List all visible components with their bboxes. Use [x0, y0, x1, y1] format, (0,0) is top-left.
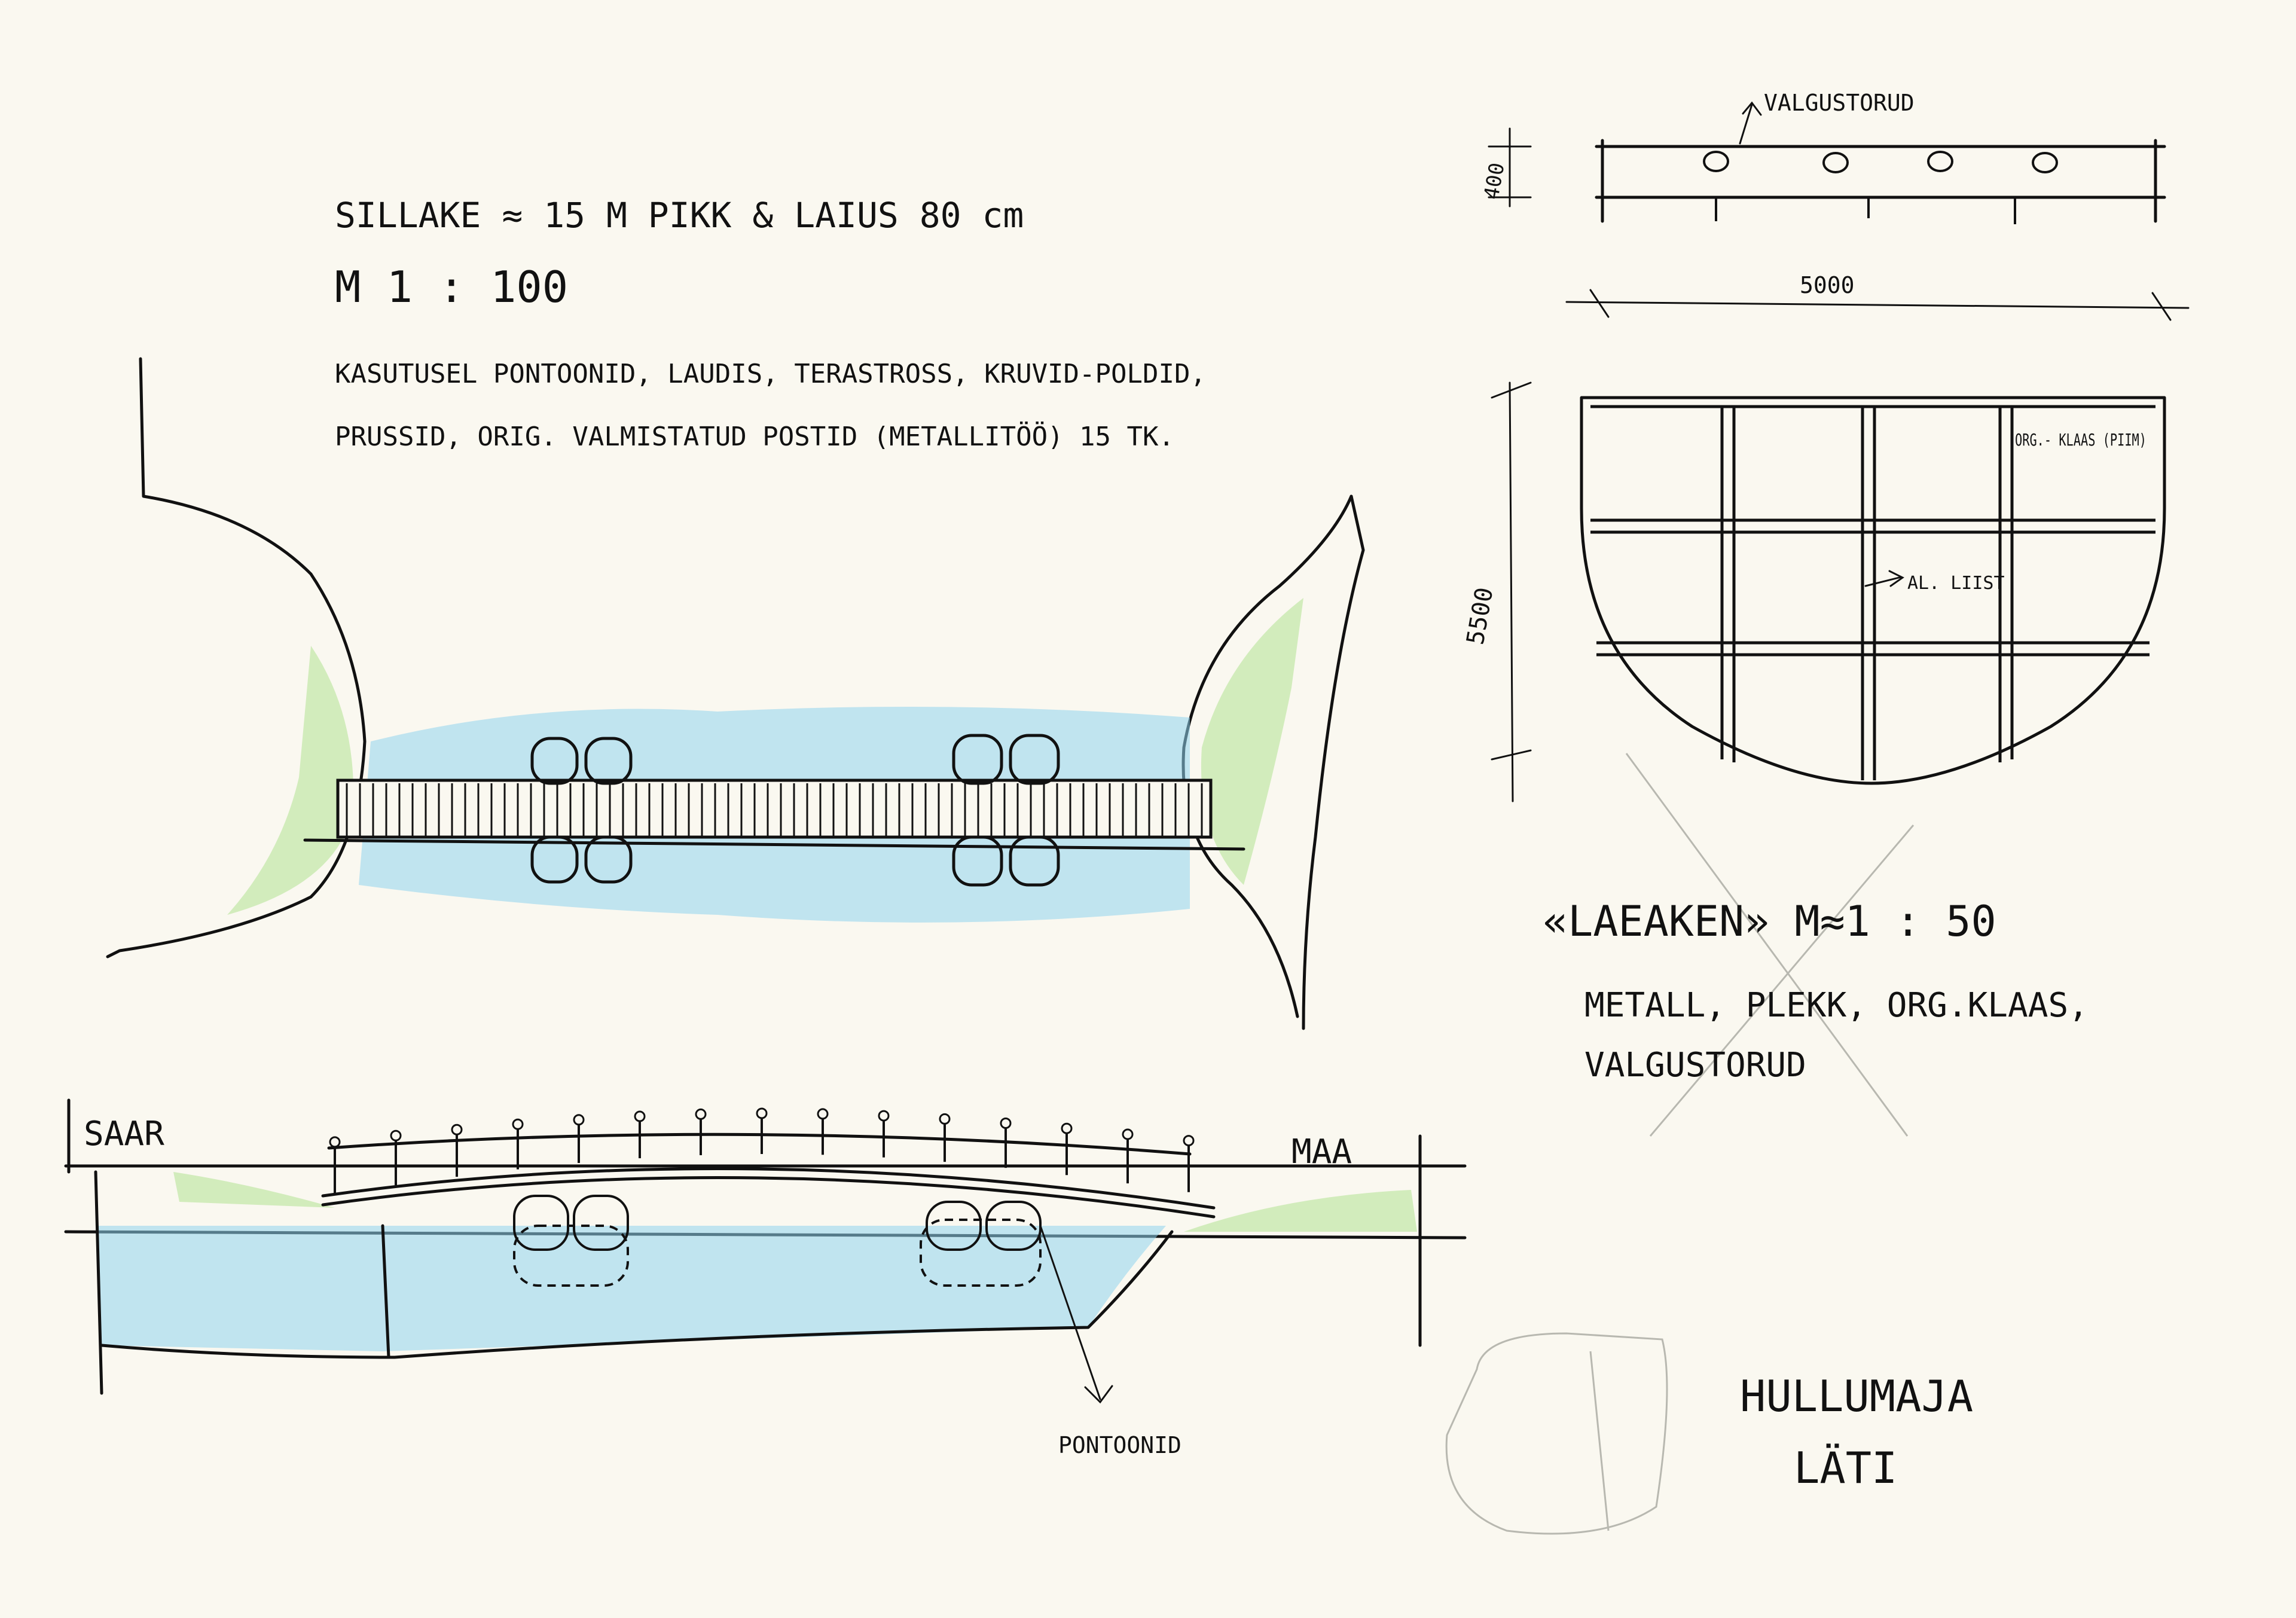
post-cap: [451, 1124, 463, 1135]
bridge-deck-bottom: [321, 1176, 1216, 1219]
skylight-plan: [1491, 289, 2190, 1137]
cross-stroke-b: [1649, 825, 1915, 1137]
label-maa: MAA: [1292, 1132, 1352, 1171]
riverbed: [100, 1230, 1174, 1359]
bridge-deck-top: [321, 1167, 1216, 1210]
post-cap: [817, 1108, 829, 1120]
skylight-frame: [1580, 396, 2166, 785]
label-valgustorud: VALGUSTORUD: [1764, 90, 1915, 116]
post-cap: [573, 1114, 585, 1126]
bridge-elevation-view: [64, 1098, 1467, 1404]
post-cap: [1000, 1118, 1012, 1129]
left-bank-grass: [227, 646, 354, 915]
cross-stroke-a: [1625, 753, 1909, 1137]
pontoon-leader-line: [1039, 1225, 1101, 1400]
left-shore-vertical: [94, 1170, 103, 1395]
footer-name-1: HULLUMAJA: [1740, 1371, 1973, 1421]
bridge-title: SILLAKE ≈ 15 M PIKK & LAIUS 80 cm: [335, 195, 1024, 236]
tubes-arrow: [1739, 101, 1762, 145]
post-cap: [695, 1108, 707, 1120]
left-grass: [173, 1172, 335, 1208]
post-cap: [390, 1129, 402, 1141]
skylight-materials-1: METALL, PLEKK, ORG.KLAAS,: [1584, 986, 2089, 1025]
post-cap: [939, 1113, 951, 1125]
dim-400: 400: [1479, 161, 1509, 201]
post-cap: [756, 1107, 768, 1119]
dim-5500-line: [1509, 381, 1514, 802]
label-saar: SAAR: [84, 1115, 164, 1153]
elevation-water: [96, 1226, 1166, 1351]
bridge-plan-view: [106, 357, 1365, 1030]
bridge-materials-1: KASUTUSEL PONTOONID, LAUDIS, TERASTROSS,…: [335, 359, 1206, 389]
strip-arrow: [1864, 570, 1904, 587]
post-cap: [329, 1136, 341, 1148]
label-al-liist: AL. LIIST: [1907, 573, 2005, 594]
skylight-section: [1488, 101, 2166, 224]
label-pontoonid: PONTOONID: [1058, 1432, 1181, 1458]
pontoon-pair-right: [952, 734, 1060, 887]
light-tubes: [1703, 151, 2058, 224]
deck-slats: [346, 783, 1203, 836]
handrail-rope: [327, 1132, 1192, 1156]
post-cap: [878, 1110, 890, 1122]
dim-5000-line: [1565, 301, 2190, 309]
post-cap: [1061, 1122, 1073, 1134]
right-grass: [1184, 1190, 1417, 1232]
dim-5500: 5500: [1462, 585, 1499, 647]
bridge-materials-2: PRUSSID, ORIG. VALMISTATUD POSTID (METAL…: [335, 421, 1174, 452]
pontoon-pair-left: [530, 737, 633, 884]
pontoon-leader-arrow: [1084, 1385, 1113, 1404]
right-bank-grass: [1201, 598, 1303, 885]
bridge-deck: [336, 779, 1213, 839]
footer-name-2: LÄTI: [1794, 1443, 1897, 1493]
label-org-klaas: ORG.- KLAAS (PIIM): [2015, 430, 2147, 450]
post-cap: [634, 1110, 646, 1122]
skylight-title: «LAEAKEN» M≈1 : 50: [1543, 897, 1996, 946]
faint-sketch-shape: [1445, 1332, 1668, 1535]
dim-5000: 5000: [1800, 272, 1855, 298]
skylight-grid: [1590, 405, 2155, 780]
right-bank-back: [1302, 494, 1365, 1030]
post-cap: [512, 1118, 524, 1130]
bridge-scale: M 1 : 100: [335, 262, 568, 312]
skylight-materials-2: VALGUSTORUD: [1584, 1046, 1806, 1085]
post-cap: [1122, 1128, 1134, 1140]
steel-cable: [303, 838, 1245, 851]
bridge-posts: [329, 1107, 1195, 1195]
mid-shore-line: [381, 1224, 390, 1359]
post-cap: [1183, 1135, 1195, 1147]
left-bank-outline: [106, 357, 367, 958]
